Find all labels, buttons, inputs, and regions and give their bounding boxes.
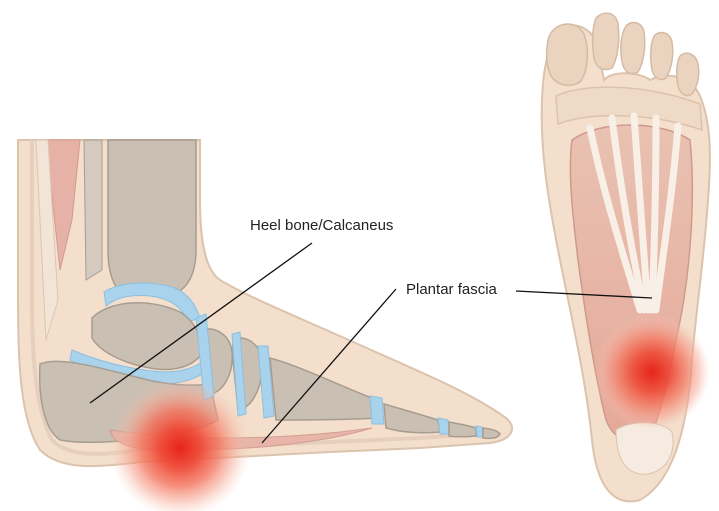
little-toe xyxy=(677,53,699,95)
third-toe xyxy=(621,23,645,74)
toe-joint-2 xyxy=(476,426,483,437)
side-view-foot xyxy=(18,140,512,511)
tibia-bone xyxy=(108,140,196,294)
second-toe xyxy=(593,13,619,69)
heel-bone-label: Heel bone/Calcaneus xyxy=(250,217,393,234)
plantar-fascia-label: Plantar fascia xyxy=(406,281,497,298)
fourth-toe xyxy=(651,33,673,80)
big-toe xyxy=(547,24,588,85)
toe-joint-1 xyxy=(438,418,449,434)
sole-pain-indicator xyxy=(594,314,710,430)
sole-view-foot xyxy=(542,13,710,501)
fibula-bone xyxy=(84,140,102,280)
metatarsal-joint xyxy=(370,396,384,424)
